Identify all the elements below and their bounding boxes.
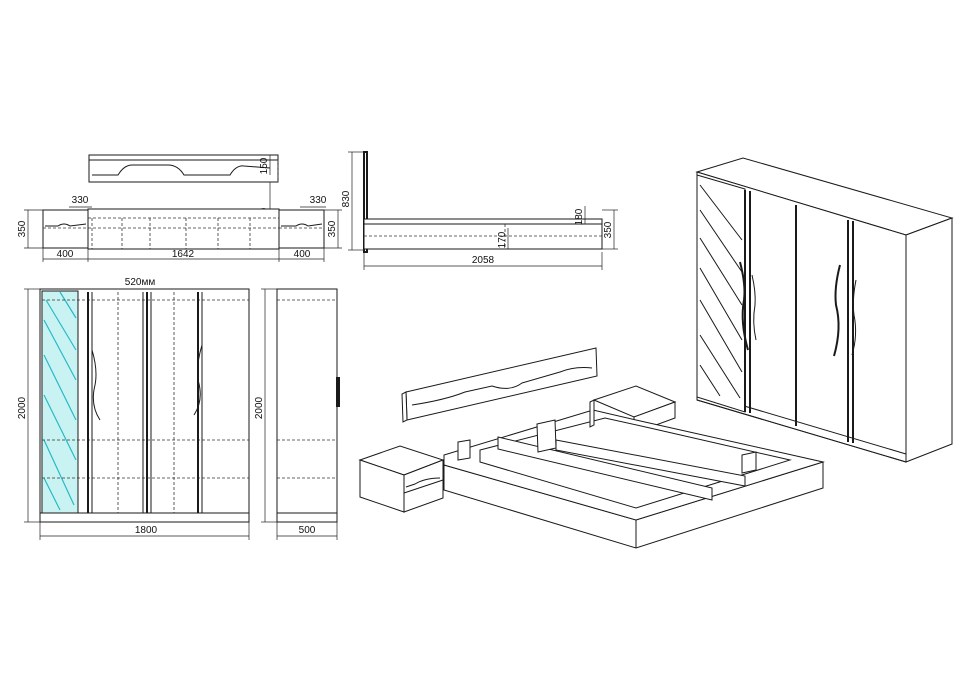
dim-wardrobe-width: 1800 <box>135 525 158 536</box>
dim-wardrobe-depth: 500 <box>299 525 316 536</box>
wardrobe-front-view: 520мм 2000 1800 <box>17 277 250 540</box>
dim-nightstand-height-left: 350 <box>17 220 28 237</box>
dim-bed-frame-height: 350 <box>603 221 614 238</box>
dim-bed-length: 2058 <box>472 255 495 266</box>
dim-wardrobe-side-height: 2000 <box>254 396 265 419</box>
dim-nightstand-depth-left: 330 <box>72 195 89 206</box>
dim-nightstand-height-right: 350 <box>327 220 338 237</box>
dim-nightstand-depth-right: 330 <box>310 195 327 206</box>
headboard-wave <box>92 164 271 176</box>
dim-bed-top-offset: 180 <box>574 208 585 225</box>
wardrobe-side-view: 2000 500 <box>254 288 340 540</box>
dim-nightstand-width-right: 400 <box>294 249 311 260</box>
wardrobe-side-outline <box>276 288 338 523</box>
wardrobe-isometric-view <box>695 157 954 463</box>
dim-headboard-height: 150 <box>259 157 270 174</box>
dim-bed-total-height: 830 <box>341 190 352 207</box>
nightstand-right-front <box>278 209 325 249</box>
bed-frame-front <box>87 208 280 250</box>
nightstand-left-front <box>42 209 89 249</box>
dim-nightstand-width-left: 400 <box>57 249 74 260</box>
bed-side-view: 830 350 180 170 2058 <box>341 151 618 270</box>
dim-bed-leg-height: 170 <box>497 231 508 248</box>
headboard-outline <box>88 154 279 183</box>
label-inner-depth: 520мм <box>125 277 156 288</box>
dim-wardrobe-height: 2000 <box>17 396 28 419</box>
bed-isometric-view <box>358 347 825 549</box>
dim-bed-width: 1642 <box>172 249 195 260</box>
bed-front-view: 150 650 330 330 350 <box>17 154 342 262</box>
